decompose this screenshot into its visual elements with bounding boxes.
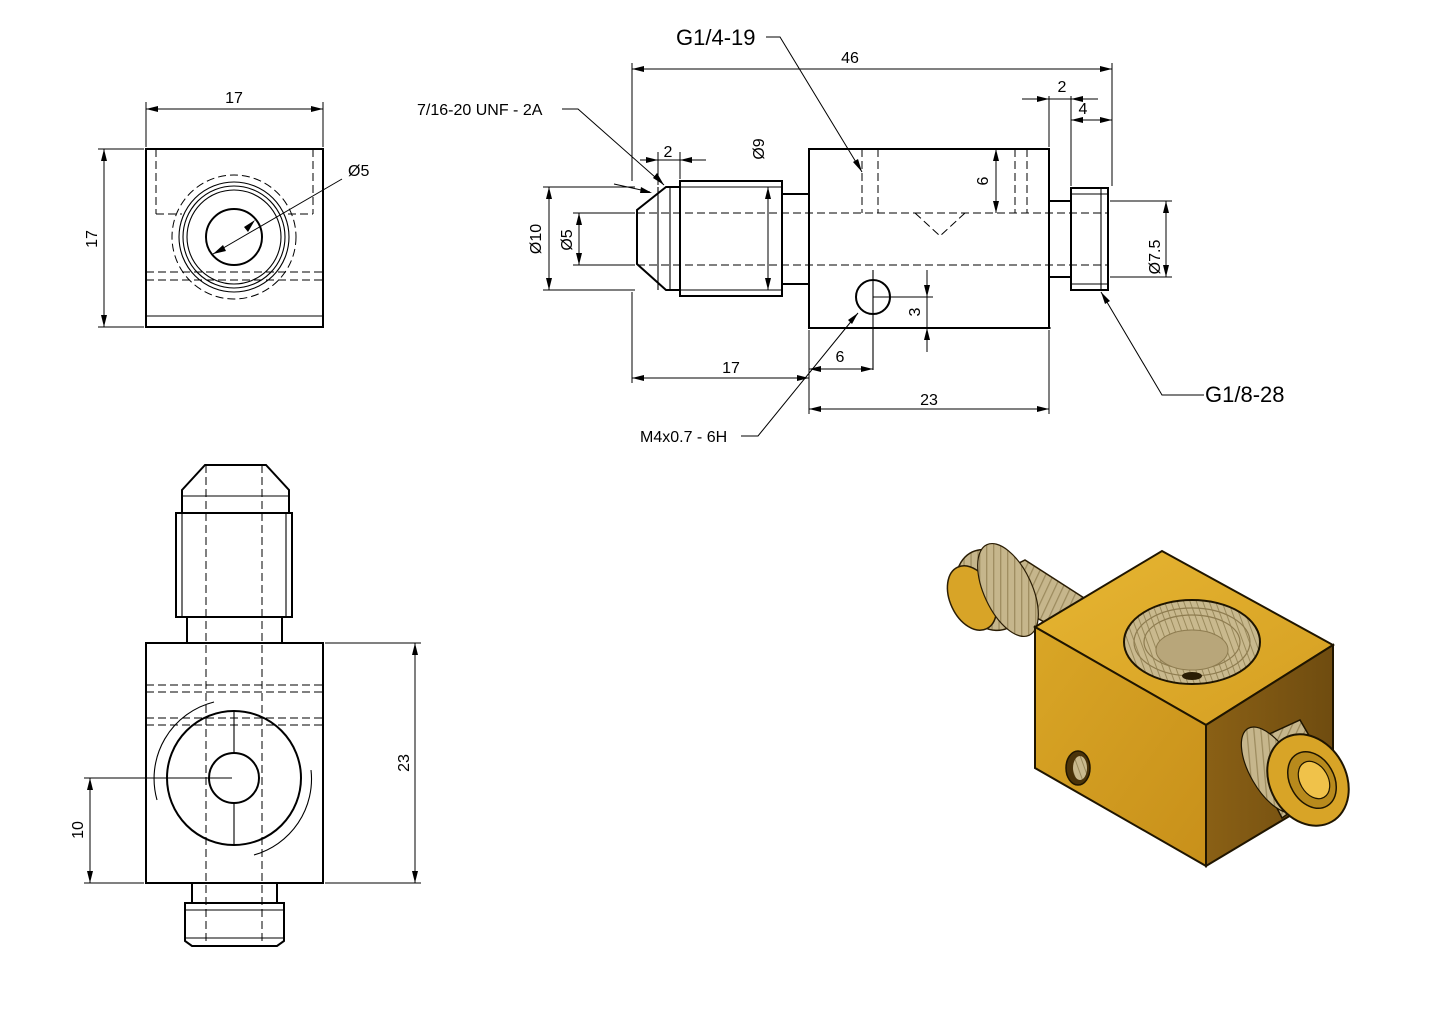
front-hole-dia-label: Ø5 xyxy=(348,163,369,180)
top-view: 23 10 xyxy=(70,464,421,947)
dia-9-label: Ø9 xyxy=(751,138,768,159)
step-2-right-label: 2 xyxy=(1058,79,1067,96)
g14-callout: G1/4-19 xyxy=(676,25,756,50)
dim-23-side-label: 23 xyxy=(920,392,938,409)
dia-10-label: Ø10 xyxy=(528,224,545,254)
top-threaded-hole xyxy=(1123,599,1261,685)
g18-callout: G1/8-28 xyxy=(1205,382,1285,407)
isometric-render xyxy=(946,542,1350,868)
height-6-label: 6 xyxy=(975,176,992,185)
dim-6-label: 6 xyxy=(836,349,845,366)
front-width-label: 17 xyxy=(225,90,243,107)
top-view-10-label: 10 xyxy=(70,821,87,839)
dim-17-label: 17 xyxy=(722,360,740,377)
step-4-right-label: 4 xyxy=(1079,101,1088,118)
side-view: 46 2 4 2 Ø9 Ø10 Ø5 xyxy=(417,25,1285,446)
front-height-label: 17 xyxy=(84,230,101,248)
overall-length-label: 46 xyxy=(841,50,859,67)
unf-callout: 7/16-20 UNF - 2A xyxy=(417,102,543,119)
m4-callout: M4x0.7 - 6H xyxy=(640,429,727,446)
top-view-23-label: 23 xyxy=(396,754,413,772)
right-fitting xyxy=(1240,719,1350,827)
dia-5-label: Ø5 xyxy=(559,229,576,250)
dim-3-label: 3 xyxy=(907,307,924,316)
thread-step-2-label: 2 xyxy=(664,144,673,161)
front-view: 17 17 Ø5 xyxy=(84,90,369,328)
dia-7-5-label: Ø7.5 xyxy=(1147,240,1164,275)
